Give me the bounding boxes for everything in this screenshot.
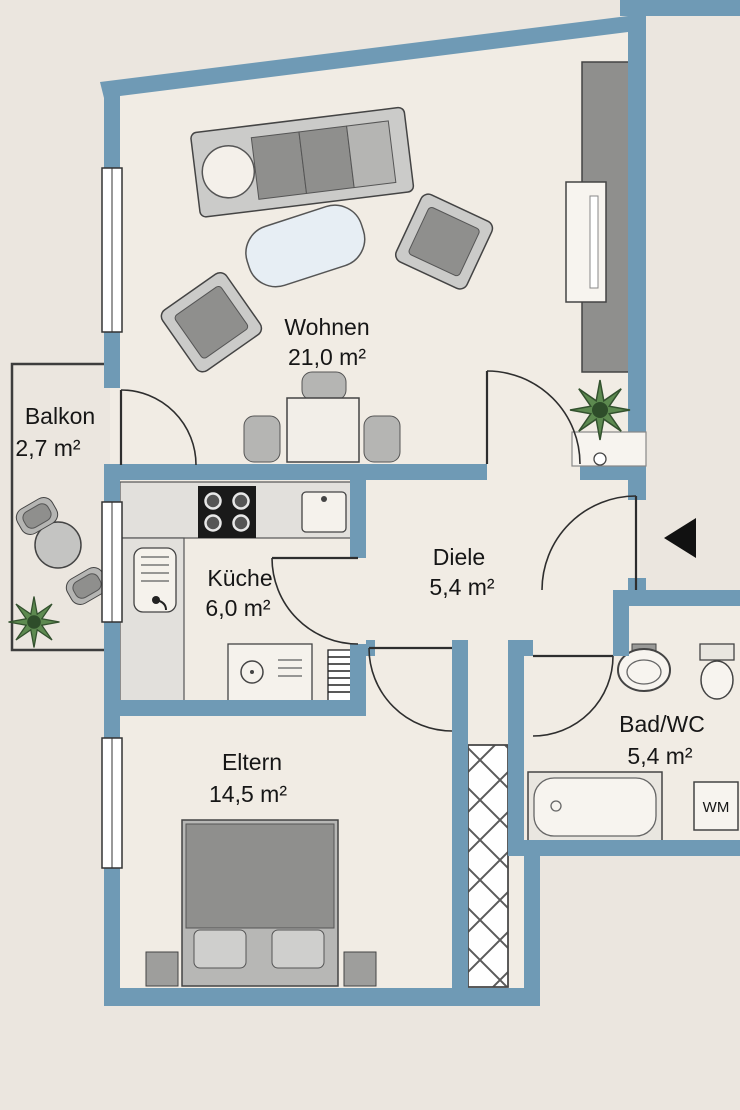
room-area-diele: 5,4 m²: [429, 574, 495, 600]
door-balcony: [119, 389, 197, 466]
wall-bad-west: [508, 640, 524, 856]
nightstand-left: [145, 951, 179, 987]
plant-wohnen: [569, 379, 631, 441]
oven-unit: [227, 643, 313, 703]
kitchen-sink-side: [133, 547, 177, 613]
entrance-arrow-icon: [664, 518, 696, 558]
wall-top-right: [620, 0, 740, 16]
room-labels: Wohnen 21,0 m² Balkon 2,7 m² Küche 6,0 m…: [15, 314, 704, 807]
wall-kueche-east-upper: [350, 480, 366, 558]
room-label-diele: Diele: [433, 544, 485, 570]
window-wohnen: [101, 167, 123, 333]
coffee-table: [245, 204, 366, 288]
balcony-chair-bottom: [65, 567, 109, 605]
wall-right-upper: [628, 16, 646, 432]
wall-wohnen-south-b: [580, 464, 646, 480]
kitchen-sink-top: [301, 491, 347, 533]
nightstand-right: [343, 951, 377, 987]
hall-wardrobe: [467, 744, 509, 988]
wall-niche: [571, 431, 647, 467]
cooktop: [198, 486, 256, 538]
wall-bad-top-right: [628, 590, 740, 606]
door-kueche: [271, 556, 359, 645]
tv: [565, 181, 607, 303]
bathroom-sink: [617, 643, 671, 692]
room-area-bad: 5,4 m²: [627, 743, 693, 769]
doors: [119, 370, 638, 737]
room-label-balkon: Balkon: [25, 403, 95, 429]
plant-balkon: [7, 595, 61, 649]
room-area-kueche: 6,0 m²: [205, 595, 271, 621]
wall-bad-north-jog: [613, 590, 629, 656]
tv-wall-unit: [565, 61, 637, 373]
radiator: [327, 649, 353, 703]
balcony-railing: [10, 362, 104, 652]
dining-chair-left: [243, 415, 281, 463]
window-eltern: [101, 737, 123, 869]
room-label-wohnen: Wohnen: [284, 314, 369, 340]
room-area-eltern: 14,5 m²: [209, 781, 287, 807]
armchair-right: [394, 193, 494, 290]
pillow-right: [271, 929, 325, 969]
dining-set: [243, 371, 401, 463]
wall-eltern-east: [452, 640, 468, 1006]
room-area-wohnen: 21,0 m²: [288, 344, 366, 370]
washing-machine-label: WM: [703, 799, 730, 816]
bed: [181, 819, 339, 987]
dining-chair-top: [301, 371, 347, 401]
wall-bad-bottom: [524, 840, 740, 856]
dining-table: [286, 397, 360, 463]
door-eltern: [368, 646, 453, 732]
room-label-kueche: Küche: [207, 565, 272, 591]
wall-wohnen-south-a: [104, 464, 487, 480]
room-label-eltern: Eltern: [222, 749, 282, 775]
sofa: [190, 106, 415, 218]
window-kueche: [101, 501, 123, 623]
niche-circle: [593, 452, 607, 466]
toilet: [699, 643, 735, 700]
wall-kueche-east-lower: [350, 644, 366, 716]
door-entrance: [541, 495, 638, 591]
dining-chair-right: [363, 415, 401, 463]
door-wohnen-diele: [485, 370, 581, 465]
door-bad: [532, 654, 614, 737]
windows: [101, 167, 123, 869]
wall-kueche-south: [104, 700, 366, 716]
armchair-left: [160, 271, 263, 373]
bathtub: [527, 771, 663, 843]
washing-machine: WM: [693, 781, 739, 831]
wall-top-diagonal: [100, 16, 628, 98]
room-area-balkon: 2,7 m²: [15, 435, 81, 461]
wall-right-lower: [524, 840, 540, 1006]
pillow-left: [193, 929, 247, 969]
wall-bottom: [104, 988, 540, 1006]
balcony-chair-top: [15, 497, 59, 535]
balcony-table: [34, 521, 82, 569]
kitchen-counter: [119, 481, 361, 703]
room-label-bad: Bad/WC: [619, 711, 705, 737]
